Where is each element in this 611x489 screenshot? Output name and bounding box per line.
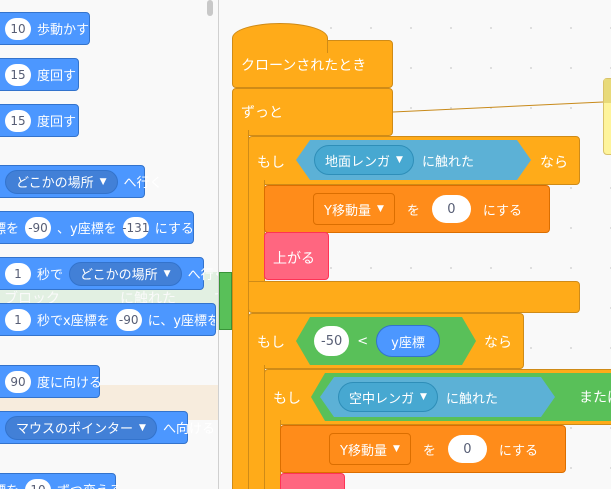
dropdown-value: Y移動量 [324, 203, 371, 219]
point-in-direction-block[interactable]: 90 度に向ける [0, 365, 103, 398]
block-label: もし [257, 155, 285, 171]
hat-cap [232, 23, 328, 53]
chevron-down-icon: ▼ [163, 268, 171, 279]
direction-input[interactable]: 90 [5, 370, 31, 393]
block-label: 度回す [37, 69, 77, 84]
block-label: 標を [0, 480, 19, 489]
y-input[interactable]: -131 [122, 216, 149, 239]
turn-left-block[interactable]: 15 度回す [0, 104, 79, 137]
block-label: または [579, 390, 611, 406]
forever-block[interactable]: ずっと [232, 88, 393, 136]
operator-symbol: < [357, 333, 369, 349]
custom-block-rise[interactable]: 上がる [264, 232, 329, 280]
divider [218, 0, 219, 489]
block-label: クローンされたとき [241, 58, 367, 74]
variable-dropdown[interactable]: Y移動量 ▼ [329, 433, 411, 465]
comment-note[interactable] [603, 78, 611, 155]
chevron-down-icon: ▼ [396, 155, 403, 165]
change-input[interactable]: 10 [25, 478, 52, 489]
block-label: もし [273, 391, 301, 407]
turn-right-block[interactable]: 15 度回す [0, 58, 79, 91]
if-arm [248, 365, 265, 489]
dropdown-value: どこかの場所 [16, 176, 94, 191]
block-label: 秒で [37, 268, 64, 283]
touching-sensing-block[interactable]: 地面レンガ ▼ に触れた [296, 140, 531, 180]
block-label: なら [540, 155, 568, 171]
target-dropdown[interactable]: どこかの場所 ▼ [5, 169, 118, 194]
sprite-dropdown[interactable]: 地面レンガ ▼ [314, 145, 414, 175]
less-than-operator[interactable]: -50 < y座標 [296, 317, 476, 365]
chevron-down-icon: ▼ [392, 444, 400, 454]
block-label: 度回す [37, 115, 77, 130]
operator-block-fragment [219, 272, 232, 330]
move-steps-block[interactable]: 10 歩動かす [0, 12, 90, 45]
ghost-text: で [214, 288, 218, 308]
block-label: に触れた [421, 154, 474, 170]
block-label: へ行く [123, 176, 163, 191]
chevron-down-icon: ▼ [99, 176, 107, 187]
block-label: へ向ける [162, 422, 215, 437]
chevron-down-icon: ▼ [139, 422, 146, 433]
block-label: にする [154, 222, 194, 237]
target-dropdown[interactable]: どこかの場所 ▼ [69, 261, 182, 286]
palette-scrollbar[interactable] [207, 0, 213, 16]
point-towards-block[interactable]: マウスのポインター ▼ へ向ける [0, 411, 215, 444]
block-label: に触れた [445, 391, 498, 407]
go-to-block[interactable]: どこかの場所 ▼ へ行く [0, 165, 163, 198]
block-label: もし [257, 335, 285, 351]
glide-to-xy-block[interactable]: 1 秒でx座標を -90 に、y座標を [0, 303, 216, 336]
sprite-dropdown[interactable]: 空中レンガ ▼ [338, 382, 438, 412]
y-position-reporter[interactable]: y座標 [376, 325, 440, 357]
block-label: ずっと [241, 105, 283, 121]
dropdown-value: マウスのポインター [16, 422, 134, 437]
block-label: にする [482, 203, 523, 219]
variable-dropdown[interactable]: Y移動量 ▼ [313, 193, 395, 225]
x-input[interactable]: -90 [25, 216, 52, 239]
degrees-input[interactable]: 15 [5, 109, 31, 132]
x-input[interactable]: -90 [115, 308, 142, 331]
block-label: 度に向ける [37, 376, 103, 391]
block-label: ずつ変える [57, 480, 122, 489]
value-input[interactable]: 0 [431, 195, 471, 223]
left-operand-input[interactable]: -50 [314, 326, 349, 356]
script-area[interactable]: クローンされたとき ずっと もし なら 地面レンガ ▼ に触れた Y移動量 ▼ を … [219, 0, 611, 489]
dropdown-value: どこかの場所 [80, 268, 158, 283]
dropdown-value: 地面レンガ [325, 154, 391, 170]
dropdown-value: Y移動量 [340, 443, 387, 459]
set-variable-block[interactable]: Y移動量 ▼ を 0 にする [264, 185, 550, 233]
block-label: を [406, 203, 420, 219]
block-label: へ行く [187, 268, 218, 283]
chevron-down-icon: ▼ [420, 392, 427, 402]
glide-to-block[interactable]: 1 秒で どこかの場所 ▼ へ行く [0, 257, 218, 290]
dropdown-value: 空中レンガ [349, 391, 415, 407]
block-label: 秒でx座標を [37, 314, 110, 329]
block-label: 、y座標を [57, 222, 117, 237]
block-label: にする [498, 443, 539, 459]
comment-connector [392, 101, 604, 113]
seconds-input[interactable]: 1 [5, 262, 31, 285]
seconds-input[interactable]: 1 [5, 308, 31, 331]
set-variable-block[interactable]: Y移動量 ▼ を 0 にする [280, 425, 566, 473]
target-dropdown[interactable]: マウスのポインター ▼ [5, 415, 157, 440]
block-label: 標を [0, 222, 20, 237]
if-bottom-arm [248, 281, 580, 313]
touching-sensing-block[interactable]: 空中レンガ ▼ に触れた [320, 377, 555, 417]
steps-input[interactable]: 10 [5, 17, 31, 40]
if-arm [248, 180, 265, 290]
block-label: 上がる [273, 251, 315, 267]
forever-arm [232, 130, 249, 489]
block-label: なら [484, 335, 512, 351]
value-input[interactable]: 0 [447, 435, 487, 463]
change-x-block[interactable]: 標を 10 ずつ変える [0, 473, 122, 489]
block-label: に、y座標を [147, 314, 216, 329]
go-to-xy-block[interactable]: 標を -90 、y座標を -131 にする [0, 211, 194, 244]
if-arm [264, 420, 281, 489]
block-label: を [422, 443, 436, 459]
custom-block[interactable] [280, 473, 345, 489]
block-label: 歩動かす [37, 23, 90, 38]
chevron-down-icon: ▼ [376, 204, 384, 214]
degrees-input[interactable]: 15 [5, 63, 31, 86]
